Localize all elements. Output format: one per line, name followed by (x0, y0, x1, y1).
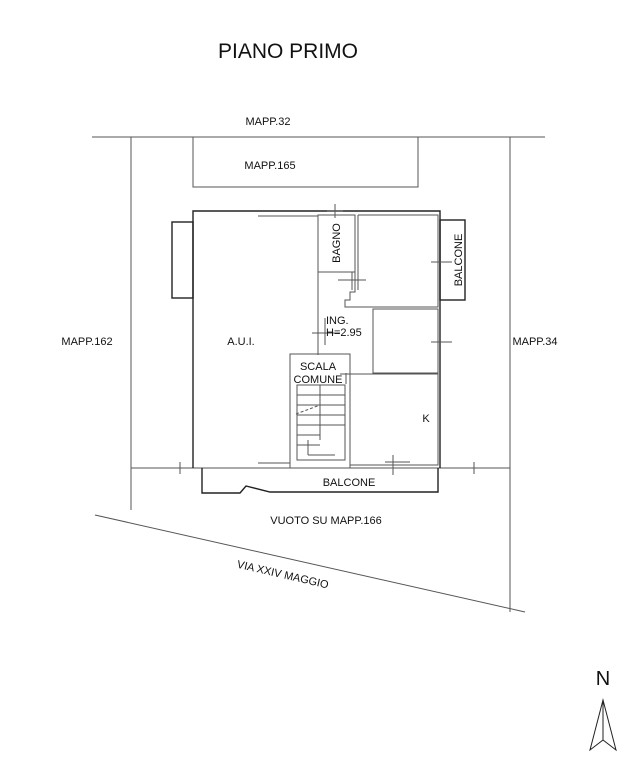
building-walls (171, 204, 466, 494)
property-boundaries (92, 136, 545, 613)
north-label: N (596, 668, 610, 690)
label-balcone-side: BALCONE (453, 234, 465, 287)
label-vuoto: VUOTO SU MAPP.166 (270, 515, 381, 527)
label-comune: COMUNE (294, 374, 343, 386)
door-marks (312, 245, 452, 475)
label-ing: ING. (326, 315, 349, 327)
label-kitchen: K (422, 413, 430, 425)
label-balcone-bottom: BALCONE (323, 477, 376, 489)
plan-title: PIANO PRIMO (218, 40, 358, 63)
label-mapp-165: MAPP.165 (244, 160, 295, 172)
label-mapp-162: MAPP.162 (61, 336, 112, 348)
label-height: H=2.95 (326, 327, 362, 339)
label-aui: A.U.I. (227, 336, 255, 348)
label-street: VIA XXIV MAGGIO (236, 559, 330, 592)
label-bagno: BAGNO (331, 223, 343, 263)
label-mapp-32: MAPP.32 (245, 116, 290, 128)
north-arrow-icon (589, 698, 617, 752)
label-scala: SCALA (300, 361, 337, 373)
label-mapp-34: MAPP.34 (512, 336, 557, 348)
